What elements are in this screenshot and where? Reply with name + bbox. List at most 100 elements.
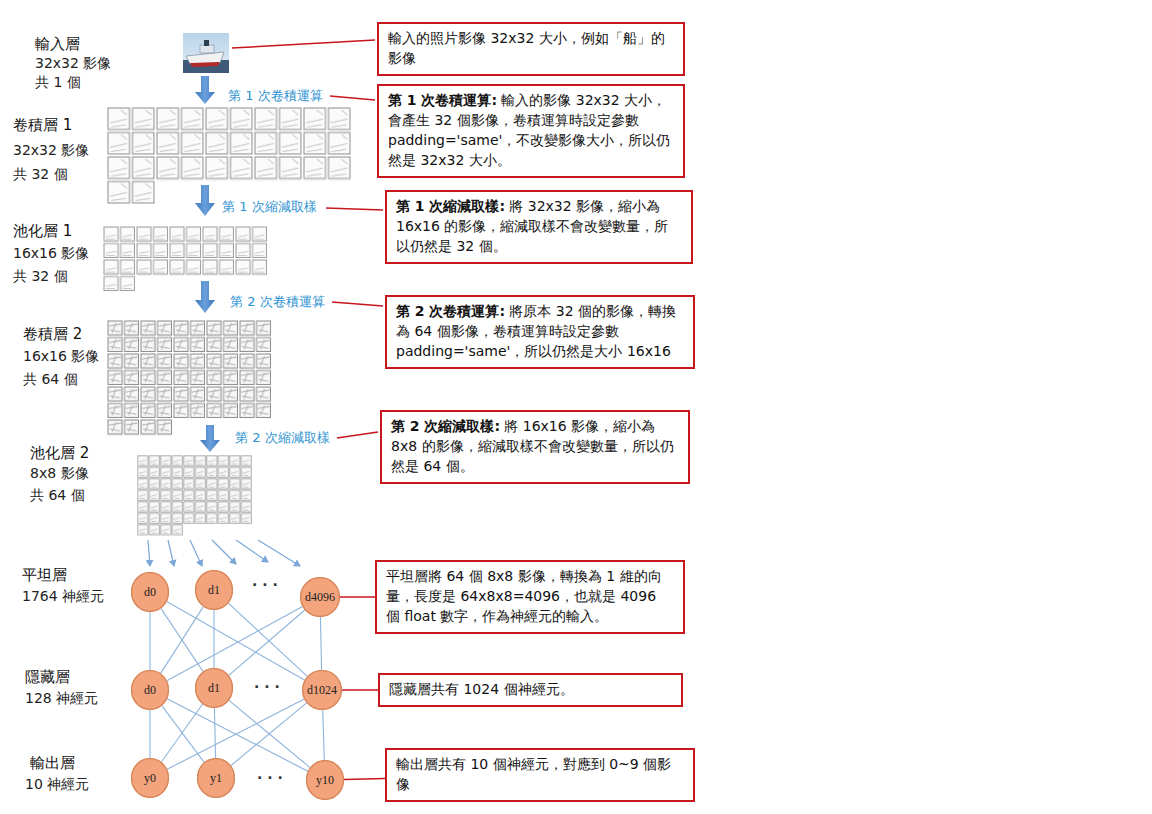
flatten-arrow [258,540,300,566]
neuron-label: d1 [208,583,220,598]
neuron-connection [231,703,307,766]
step-arrow [195,281,215,313]
neuron-label: d4096 [305,590,335,605]
neuron-connection [149,710,150,758]
neuron-connection [229,700,310,767]
neuron-connection [167,602,305,681]
step-label: 第 2 次縮減取樣 [235,430,330,446]
ship-stripe [190,62,220,67]
neuron-label: d0 [144,585,156,600]
neuron-connection [167,699,308,771]
neuron-label: d0 [144,683,156,698]
step-arrow [200,425,220,452]
layer-label: 卷積層 1 [13,116,72,134]
leader-line [326,208,383,210]
callout-box: 輸出層共有 10 個神經元，對應到 0~9 個影像 [385,748,695,802]
neuron-connection [167,699,304,769]
neuron-fill [303,671,342,710]
neuron-fill [132,759,169,798]
layer-label: 輸入層 [35,35,80,53]
neuron-circle: d0 [131,572,169,612]
neuron-connection [214,708,215,758]
neuron-fill [198,759,235,798]
neuron-circle: d0 [131,670,169,710]
neuron-circle: y1 [197,758,235,798]
pool2-maps [137,455,252,524]
callout-box: 平坦層將 64 個 8x8 影像，轉換為 1 維的向量，長度是 64x8x8=4… [375,560,685,634]
conv1-maps [107,107,352,181]
callout-heading: 第 2 次卷積運算: [396,303,505,319]
callout-box: 第 2 次卷積運算:將原本 32 個的影像，轉換為 64 個影像，卷積運算時設定… [385,295,695,369]
neuron-connection [161,607,204,674]
neuron-label: d1024 [307,683,337,698]
callout-box: 輸入的照片影像 32x32 大小，例如「船」的影像 [377,22,685,76]
step-arrow [195,76,215,104]
neuron-label: d1 [208,681,220,696]
layer-label: 共 64 個 [23,371,78,388]
pool1-maps [103,226,268,276]
neuron-connection [161,704,202,762]
layer-label: 16x16 影像 [13,245,89,262]
step-label: 第 2 次卷積運算 [230,294,325,310]
callout-heading: 第 2 次縮減取樣: [391,418,500,434]
neuron-circle: y0 [131,758,169,798]
neuron-circle: d1024 [302,670,342,710]
layer-label: 共 1 個 [35,74,81,91]
ship-deck [200,45,214,53]
neuron-circle: d1 [195,668,233,708]
layer-label: 隱藏層 [25,668,70,686]
callout-box: 第 1 次卷積運算:輸入的影像 32x32 大小，會產生 32 個影像，卷積運算… [377,84,685,178]
leader-line [337,432,378,438]
leader-connector [340,596,375,598]
layer-label: 16x16 影像 [23,348,99,365]
layer-label: 共 32 個 [13,166,68,183]
ellipsis-label: · · · [257,770,283,787]
neuron-fill [132,671,169,710]
layer-label: 平坦層 [22,566,67,584]
photo-sky [183,33,229,73]
layer-label: 共 64 個 [30,487,85,504]
neuron-fill [196,669,233,708]
layer-label: 32x32 影像 [13,142,89,159]
layer-label: 共 32 個 [13,268,68,285]
flatten-arrow [148,540,150,566]
layer-label: 32x32 影像 [35,55,111,72]
conv2-maps [107,419,173,436]
callout-box: 隱藏層共有 1024 個神經元。 [378,673,683,707]
callout-text: 輸出層共有 10 個神經元，對應到 0~9 個影像 [396,756,671,792]
callout-text: 平坦層將 64 個 8x8 影像，轉換為 1 維的向量，長度是 64x8x8=4… [386,568,662,624]
leader-connector [344,778,385,780]
neuron-circle: y10 [306,760,344,800]
neuron-fill [307,761,344,800]
neuron-label: y10 [316,773,334,788]
callout-text: 隱藏層共有 1024 個神經元。 [389,681,574,697]
ellipsis-label: · · · [254,679,280,696]
leader-line [232,40,375,48]
leader-line [330,96,375,100]
feature-maps [103,107,352,536]
layer-label: 8x8 影像 [30,465,89,482]
step-label: 第 1 次卷積運算 [228,88,323,104]
layer-label: 輸出層 [30,754,75,772]
callout-heading: 第 1 次縮減取樣: [396,198,505,214]
neuron-circle: d1 [195,570,233,610]
layer-label: 卷積層 2 [23,325,82,343]
leader-connector [342,689,378,691]
flatten-arrow [190,540,202,566]
layer-label: 10 神經元 [25,776,89,793]
neuron-fill [132,573,169,612]
layer-label: 池化層 2 [30,444,89,462]
neuron-label: y0 [144,771,156,786]
leader-line [332,302,383,306]
neuron-fill [301,578,340,617]
ship-mast [204,40,209,46]
neuron-connection [323,710,325,760]
neuron-label: y1 [210,771,222,786]
callout-box: 第 2 次縮減取樣:將 16x16 影像，縮小為 8x8 的影像，縮減取樣不會改… [380,410,690,484]
flatten-arrow [212,540,236,564]
conv1-maps [107,181,156,206]
step-arrows [195,76,220,452]
neuron-connection [149,612,150,670]
neuron-circle: d4096 [300,577,340,617]
